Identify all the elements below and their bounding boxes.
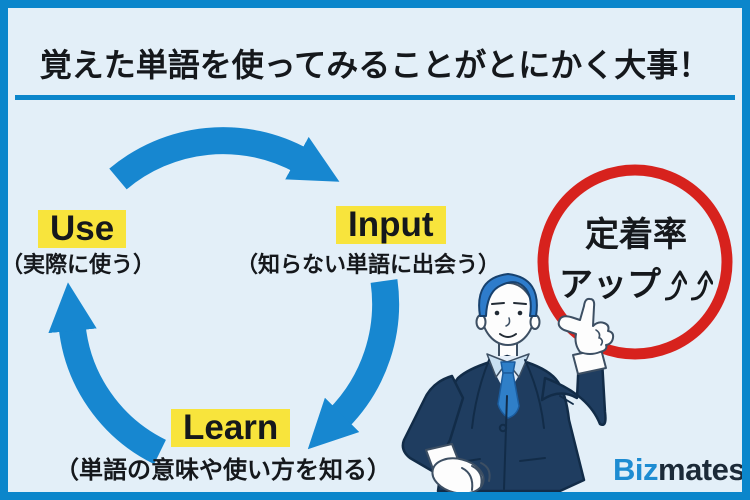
shirt-collar [486, 353, 508, 378]
page-title: 覚えた単語を使ってみることがとにかく大事！ [15, 44, 735, 100]
hand-knuckle-line [595, 329, 601, 339]
step-caption-use: （実際に使う） [0, 252, 155, 277]
curved-up-arrow-icon [691, 270, 713, 301]
eyebrow [513, 302, 527, 305]
logo-part-mates: mates [658, 452, 746, 487]
cycle-arrow-top-icon [109, 127, 340, 190]
badge-line1: 定着率 [585, 216, 687, 254]
lapel-line [471, 359, 490, 429]
cycle-arrow-right-icon [307, 279, 400, 450]
step-caption-input: （知らない単語に出会う） [236, 252, 501, 277]
badge-line2-text: アップ [559, 266, 661, 304]
glove-finger-line [461, 467, 474, 491]
lapel-line [524, 359, 545, 429]
bizmates-logo: Bizmates [613, 452, 746, 488]
glove-finger-line [480, 462, 491, 482]
front-seam [503, 395, 508, 490]
hand-knuckle-line [599, 337, 604, 346]
pocket-line [519, 457, 546, 462]
businessman-pointing-illustration [401, 273, 615, 495]
eye [494, 310, 500, 316]
logo-part-biz: Biz [613, 452, 659, 487]
tie [497, 372, 520, 419]
step-caption-learn: （単語の意味や使い方を知る） [55, 457, 391, 484]
step-label-use: Use [38, 210, 127, 248]
sleeve-crease [559, 395, 574, 405]
cycle-arrow-left-icon [48, 282, 167, 465]
glove-finger-line [471, 465, 483, 487]
eyebrow [491, 302, 505, 305]
hair [478, 273, 538, 317]
step-label-input: Input [336, 206, 446, 244]
raised-arm [540, 354, 607, 426]
left-arm [401, 374, 465, 474]
step-label-learn: Learn [171, 409, 291, 447]
emphasis-circle [537, 164, 733, 360]
cycle-arrows-icon [48, 127, 400, 465]
ear [529, 314, 541, 330]
tie-knot [500, 361, 516, 374]
retention-badge: 定着率 アップ [541, 210, 731, 310]
nose [505, 317, 511, 327]
eye [517, 310, 523, 316]
mouth [499, 333, 517, 338]
ear [475, 314, 487, 330]
pointing-hand [557, 297, 615, 355]
jacket-button [498, 423, 508, 433]
curved-up-arrow-icon [665, 270, 687, 301]
